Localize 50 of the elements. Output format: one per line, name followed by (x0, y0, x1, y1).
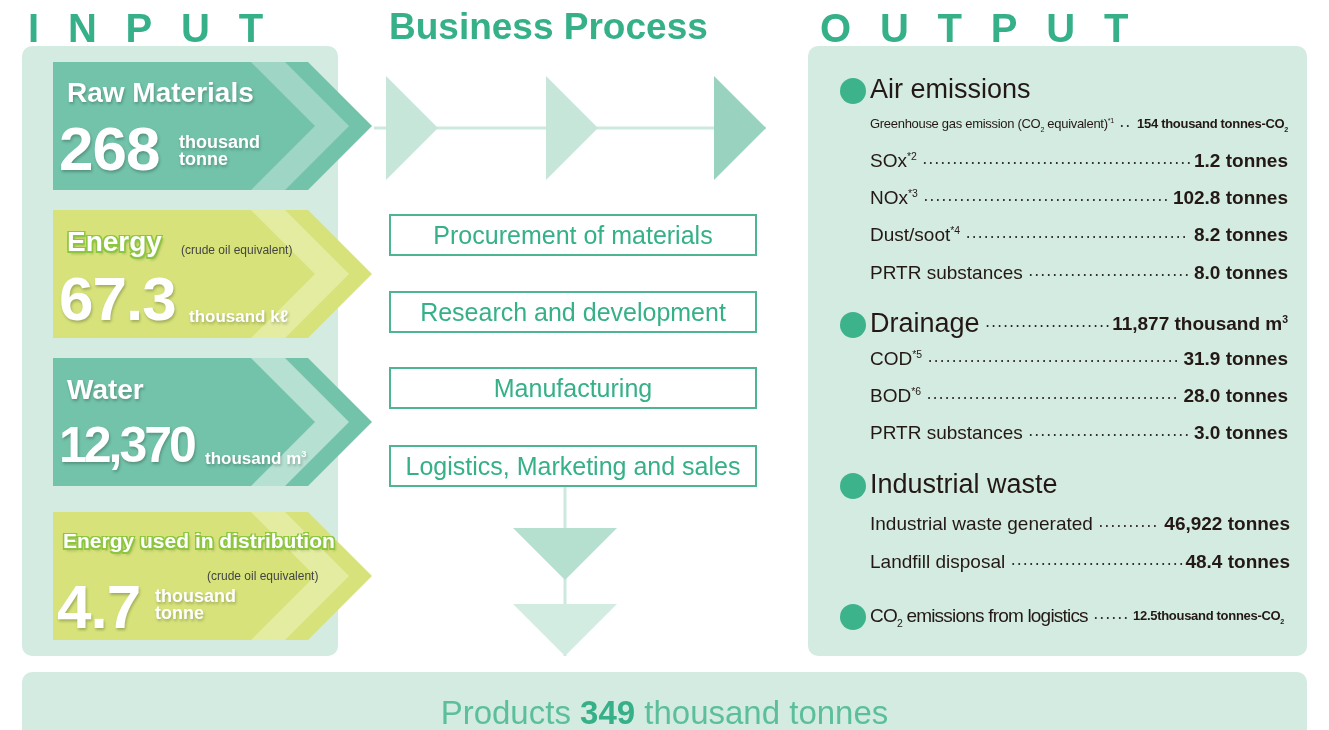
item-label: SOx$^{*2}$ (870, 150, 917, 170)
section-heading: INPUT (28, 8, 292, 48)
input-title: Energy used in distribution (63, 530, 335, 551)
item-label: PRTR substances (870, 422, 1023, 442)
item-label: NOx$^{*3}$ (870, 187, 918, 207)
value-number: 4.7 (57, 576, 141, 638)
flow-chevron-arrow (374, 76, 766, 180)
amount-value: 48.4 tonnes (1185, 551, 1290, 571)
category-heading: Drainage (870, 309, 980, 337)
category-heading: CO$_{2}$ emissions from logistics (870, 605, 1088, 625)
category-heading: Industrial waste (870, 470, 1058, 498)
amount-value: 8.0 tonnes (1194, 262, 1288, 282)
category-heading: Air emissions (870, 75, 1031, 103)
value-number: 67.3 (59, 268, 176, 330)
process-label: Logistics, Marketing and sales (405, 451, 741, 481)
item-label: Dust/soot$^{*4}$ (870, 224, 961, 244)
amount-value: 102.8 tonnes (1172, 187, 1288, 207)
section-title: Business Process (389, 8, 708, 45)
input-title: Water (67, 376, 144, 404)
unit-note: (crude oil equivalent) (207, 570, 319, 582)
products-text: Products 349 thousand tonnes (440, 694, 889, 730)
amount-value: 11,877 thousand m$^{3}$ (1112, 313, 1288, 333)
unit-label: thousand tonne (155, 588, 237, 623)
item-label: BOD$^{*6}$ (870, 385, 922, 405)
value-number: 268 (59, 118, 160, 180)
unit-label: thousand tonne (179, 134, 261, 169)
amount-value: 28.0 tonnes (1183, 385, 1288, 405)
amount-value: 154 thousand tonnes-CO$_{2}$ (1137, 116, 1288, 130)
process-label: Manufacturing (493, 373, 653, 403)
item-label: PRTR substances (870, 262, 1023, 282)
process-label: Procurement of materials (433, 220, 713, 250)
unit-label: thousand kℓ (189, 308, 288, 325)
amount-value: 3.0 tonnes (1194, 422, 1288, 442)
input-title: Energy (67, 228, 162, 256)
amount-value: 8.2 tonnes (1194, 224, 1288, 244)
item-label: Greenhouse gas emission (CO$_{2}$ equivalent)$^{*1}$ (870, 116, 1114, 130)
process-label: Research and development (420, 297, 726, 327)
amount-value: 12.5thousand tonnes-CO$_{2}$ (1133, 608, 1284, 622)
item-label: Industrial waste generated (870, 513, 1093, 533)
amount-value: 46,922 tonnes (1164, 513, 1290, 533)
item-label: COD$^{*5}$ (870, 348, 923, 368)
item-label: Landfill disposal (870, 551, 1006, 571)
amount-value: 1.2 tonnes (1194, 150, 1288, 170)
unit-label: thousand m$^{3}$ (205, 450, 307, 467)
amount-value: 31.9 tonnes (1183, 348, 1288, 368)
flow-chevron-arrow (513, 487, 617, 656)
value-number: 12,370 (59, 420, 194, 470)
unit-note: (crude oil equivalent) (181, 244, 293, 256)
input-title: Raw Materials (67, 79, 254, 107)
section-heading: OUTPUT (820, 8, 1158, 48)
